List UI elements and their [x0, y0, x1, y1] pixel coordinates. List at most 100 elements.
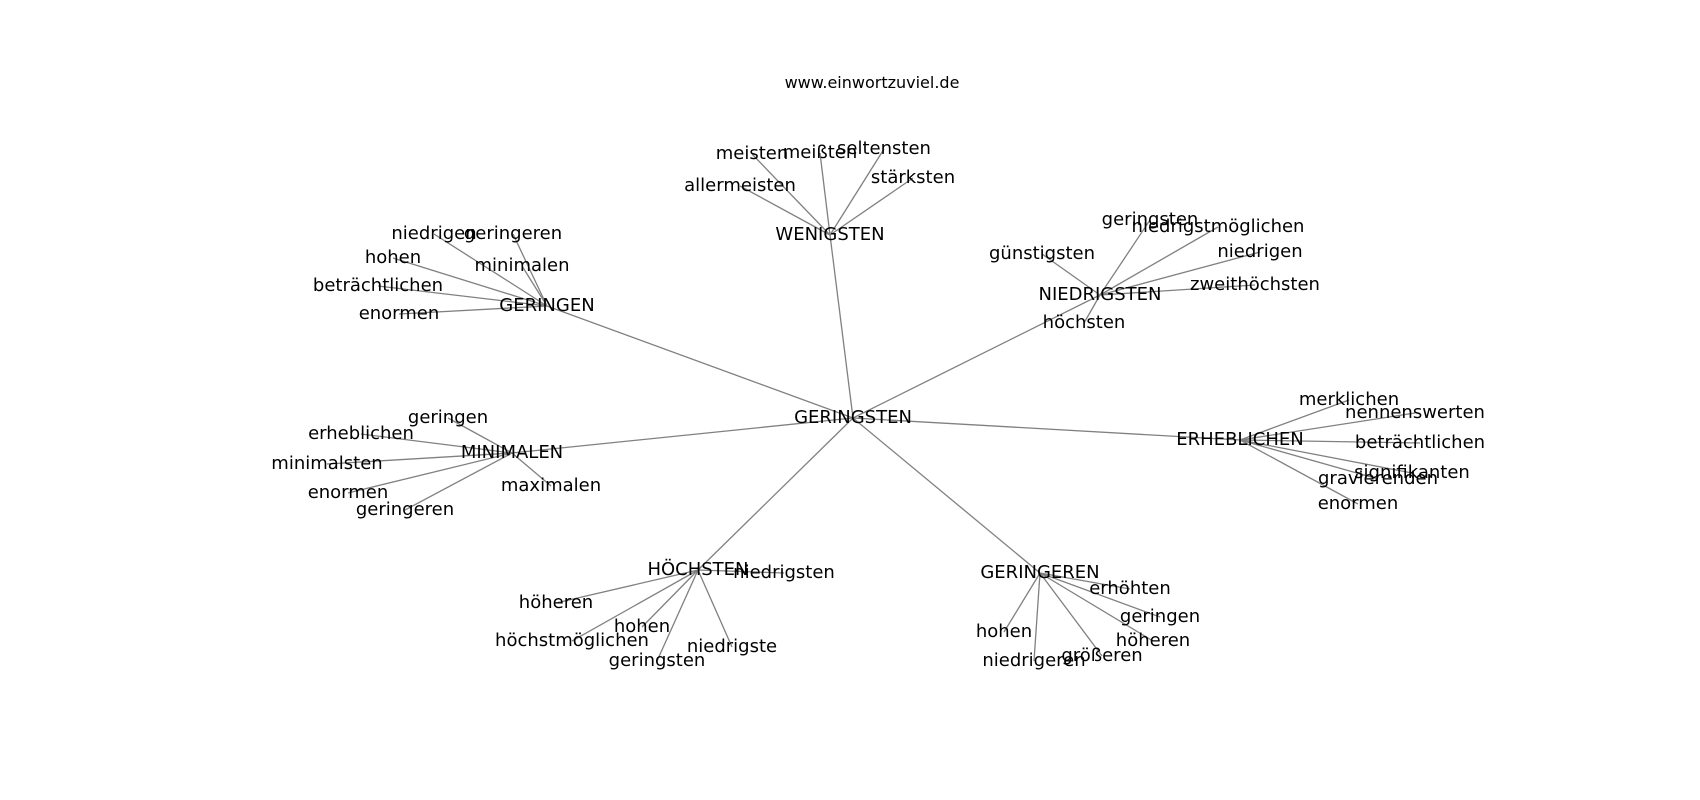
leaf-node-label: geringen: [1120, 606, 1200, 627]
edge-hub-leaf: [1239, 412, 1416, 441]
edge-hub-leaf: [404, 452, 513, 511]
edge-hub-leaf: [511, 452, 552, 487]
leaf-node-label: hohen: [365, 247, 421, 268]
edge-center-hub: [852, 294, 1101, 419]
edge-hub-leaf: [751, 153, 831, 236]
leaf-node-label: größeren: [1061, 645, 1142, 666]
hub-node-label: MINIMALEN: [461, 442, 563, 463]
hub-node-label: NIEDRIGSTEN: [1038, 284, 1161, 305]
leaf-node-label: enormen: [308, 482, 389, 503]
edge-hub-leaf: [1239, 439, 1359, 505]
edge-hub-leaf: [829, 148, 885, 236]
edge-center-hub: [697, 417, 854, 571]
leaf-node-label: hohen: [614, 616, 670, 637]
edge-hub-leaf: [555, 569, 699, 604]
leaf-node-label: enormen: [359, 303, 440, 324]
edge-hub-leaf: [1099, 251, 1261, 296]
leaf-node-label: niedrigstmöglichen: [1132, 216, 1305, 237]
edge-hub-leaf: [1099, 226, 1219, 296]
leaf-node-label: geringen: [408, 407, 488, 428]
leaf-node-label: geringeren: [356, 499, 454, 520]
leaf-node-label: allermeisten: [684, 175, 796, 196]
edge-hub-leaf: [1083, 294, 1101, 324]
edge-hub-leaf: [1039, 572, 1154, 642]
edge-hub-leaf: [1239, 439, 1379, 480]
edge-hub-leaf: [641, 569, 699, 628]
edge-hub-leaf: [697, 569, 785, 574]
leaf-node-label: enormen: [1318, 493, 1399, 514]
source-watermark: www.einwortzuviel.de: [785, 73, 960, 92]
leaf-node-label: höchsten: [1043, 312, 1126, 333]
edge-hub-leaf: [398, 305, 548, 315]
edge-hub-leaf: [1039, 572, 1161, 618]
leaf-node-label: minimalen: [475, 255, 570, 276]
leaf-node-label: geringsten: [1102, 209, 1199, 230]
edge-hub-leaf: [1039, 572, 1103, 657]
leaf-node-label: niedrigste: [687, 636, 777, 657]
edge-hub-leaf: [1099, 219, 1151, 296]
edge-layer: [326, 148, 1421, 662]
edge-hub-leaf: [447, 417, 513, 454]
center-node-label: GERINGSTEN: [794, 407, 912, 428]
leaf-node-label: günstigsten: [989, 243, 1095, 264]
leaf-node-label: zweithöchsten: [1190, 274, 1320, 295]
leaf-node-label: höheren: [1116, 630, 1190, 651]
edge-hub-leaf: [697, 569, 733, 648]
edge-hub-leaf: [1033, 572, 1041, 662]
leaf-node-label: niedrigeren: [982, 650, 1085, 671]
edge-hub-leaf: [739, 185, 831, 236]
leaf-node-label: gravierenden: [1318, 468, 1438, 489]
edge-center-hub: [852, 417, 1041, 574]
leaf-node-label: merklichen: [1299, 389, 1399, 410]
label-layer: GERINGSTEN WENIGSTEN meistenmeißtenseltens…: [271, 138, 1485, 671]
leaf-node-label: stärksten: [871, 167, 955, 188]
leaf-node-label: hohen: [976, 621, 1032, 642]
leaf-node-label: meißten: [783, 142, 858, 163]
edge-hub-leaf: [360, 433, 513, 454]
leaf-node-label: niedrigen: [391, 223, 476, 244]
edge-center-hub: [546, 305, 854, 419]
hub-node-label: WENIGSTEN: [775, 224, 884, 245]
edge-hub-leaf: [819, 152, 831, 236]
edge-hub-leaf: [1239, 399, 1350, 441]
edge-center-hub: [511, 417, 854, 454]
edge-hub-leaf: [829, 177, 914, 236]
leaf-node-label: signifikanten: [1354, 462, 1470, 483]
edge-hub-leaf: [571, 569, 699, 642]
leaf-node-label: höchstmöglichen: [495, 630, 649, 651]
leaf-node-label: geringeren: [464, 223, 562, 244]
leaf-node-label: höheren: [519, 592, 593, 613]
edge-hub-leaf: [377, 285, 548, 307]
leaf-node-label: maximalen: [501, 475, 601, 496]
leaf-node-label: seltensten: [837, 138, 931, 159]
leaf-node-label: erheblichen: [308, 423, 414, 444]
leaf-node-label: erhöhten: [1089, 578, 1171, 599]
hub-node-label: GERINGEREN: [980, 562, 1099, 583]
edge-hub-leaf: [656, 569, 699, 662]
edge-center-hub: [829, 234, 854, 419]
leaf-node-label: beträchtlichen: [1355, 432, 1485, 453]
edge-hub-leaf: [512, 233, 548, 307]
edge-hub-leaf: [326, 452, 513, 465]
hub-node-label: HÖCHSTEN: [647, 558, 748, 580]
edge-hub-leaf: [347, 452, 513, 494]
edge-hub-leaf: [433, 233, 548, 307]
edge-hub-leaf: [521, 265, 548, 307]
edge-hub-leaf: [1239, 439, 1421, 444]
edge-hub-leaf: [1239, 439, 1413, 474]
leaf-node-label: nennenswerten: [1345, 402, 1485, 423]
leaf-node-label: niedrigsten: [733, 562, 835, 583]
edge-hub-leaf: [1099, 284, 1256, 296]
leaf-node-label: meisten: [716, 143, 789, 164]
edge-hub-leaf: [1003, 572, 1041, 633]
edge-hub-leaf: [392, 257, 548, 307]
hub-node-label: GERINGEN: [499, 295, 594, 316]
edge-center-hub: [852, 417, 1241, 441]
leaf-node-label: beträchtlichen: [313, 275, 443, 296]
edge-hub-leaf: [1039, 572, 1131, 590]
leaf-node-label: niedrigen: [1217, 241, 1302, 262]
leaf-node-label: minimalsten: [271, 453, 382, 474]
hub-node-label: ERHEBLICHEN: [1176, 429, 1303, 450]
leaf-node-label: geringsten: [609, 650, 706, 671]
